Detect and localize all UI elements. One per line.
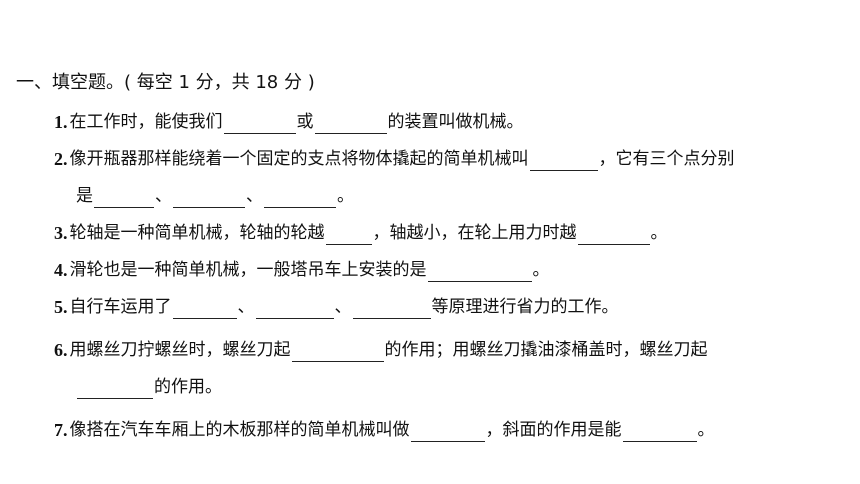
question-text: 或 (296, 112, 314, 132)
question-text: 像开瓶器那样能绕着一个固定的支点将物体撬起的简单机械叫 (69, 149, 529, 169)
question-text: 用螺丝刀拧螺丝时，螺丝刀起 (69, 340, 291, 360)
question-text: 。 (337, 186, 354, 206)
answer-blank[interactable] (314, 115, 387, 134)
answer-blank[interactable] (94, 189, 154, 208)
question-number: 2. (54, 149, 68, 169)
question-text: 。 (650, 223, 668, 243)
answer-blank[interactable] (255, 300, 334, 319)
question-6: 6. 用螺丝刀拧螺丝时，螺丝刀起 的作用；用螺丝刀撬油漆桶盖时，螺丝刀起 (54, 338, 708, 362)
question-number: 7. (54, 420, 68, 440)
answer-blank[interactable] (577, 226, 650, 245)
question-2-continued: 是 、 、 。 (76, 184, 354, 208)
question-text: 的作用。 (154, 377, 222, 397)
question-6-continued: 的作用。 (76, 375, 222, 399)
answer-blank[interactable] (427, 263, 532, 282)
section-heading: 一、填空题。( 每空 1 分，共 18 分 ) (16, 71, 315, 95)
question-text: 、 (155, 186, 172, 206)
question-text: 像搭在汽车车厢上的木板那样的简单机械叫做 (69, 420, 410, 440)
question-number: 3. (54, 223, 68, 243)
question-text: 滑轮也是一种简单机械，一般塔吊车上安装的是 (69, 260, 427, 280)
question-text: 。 (532, 260, 550, 280)
question-number: 6. (54, 340, 68, 360)
question-3: 3. 轮轴是一种简单机械，轮轴的轮越 ，轴越小，在轮上用力时越 。 (54, 221, 668, 245)
question-5: 5. 自行车运用了 、 、 等原理进行省力的工作。 (54, 295, 619, 319)
question-text: 是 (76, 186, 93, 206)
question-text: 的装置叫做机械。 (387, 112, 524, 132)
answer-blank[interactable] (173, 189, 245, 208)
answer-blank[interactable] (291, 343, 384, 362)
answer-blank[interactable] (529, 152, 598, 171)
question-text: ，它有三个点分别 (598, 149, 735, 169)
section-title: 一、填空题。( 每空 1 分，共 18 分 ) (16, 72, 315, 93)
question-text: 、 (246, 186, 263, 206)
question-number: 4. (54, 260, 68, 280)
answer-blank[interactable] (172, 300, 237, 319)
question-4: 4. 滑轮也是一种简单机械，一般塔吊车上安装的是 。 (54, 258, 550, 282)
answer-blank[interactable] (223, 115, 296, 134)
question-text: 等原理进行省力的工作。 (431, 297, 619, 317)
question-number: 5. (54, 297, 68, 317)
answer-blank[interactable] (325, 226, 372, 245)
answer-blank[interactable] (352, 300, 431, 319)
question-1: 1. 在工作时，能使我们 或 的装置叫做机械。 (54, 110, 524, 134)
answer-blank[interactable] (264, 189, 336, 208)
question-2: 2. 像开瓶器那样能绕着一个固定的支点将物体撬起的简单机械叫 ，它有三个点分别 (54, 147, 735, 171)
question-text: ，斜面的作用是能 (485, 420, 622, 440)
answer-blank[interactable] (622, 423, 697, 442)
answer-blank[interactable] (410, 423, 485, 442)
question-text: ，轴越小，在轮上用力时越 (372, 223, 577, 243)
answer-blank[interactable] (77, 380, 153, 399)
question-7: 7. 像搭在汽车车厢上的木板那样的简单机械叫做 ，斜面的作用是能 。 (54, 418, 715, 442)
question-text: 在工作时，能使我们 (69, 112, 223, 132)
question-number: 1. (54, 112, 68, 132)
question-text: 、 (237, 297, 255, 317)
question-text: 自行车运用了 (69, 297, 172, 317)
question-text: 的作用；用螺丝刀撬油漆桶盖时，螺丝刀起 (384, 340, 708, 360)
question-text: 、 (334, 297, 352, 317)
question-text: 轮轴是一种简单机械，轮轴的轮越 (69, 223, 325, 243)
question-text: 。 (697, 420, 715, 440)
